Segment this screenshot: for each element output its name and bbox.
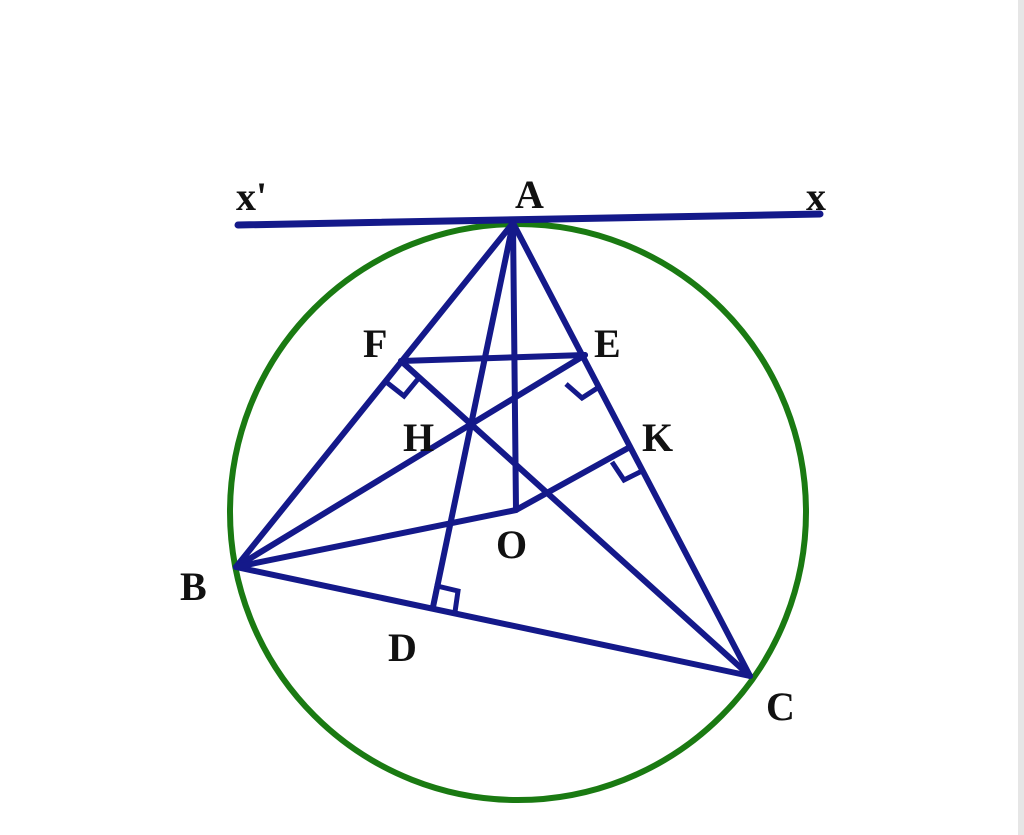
altitude-cf [398, 358, 753, 679]
circumcircle [227, 221, 809, 803]
page-edge [1018, 0, 1024, 835]
label-h: H [403, 415, 434, 460]
right-angle-mark-e [564, 382, 601, 402]
label-d: D [388, 625, 417, 670]
label-k: K [642, 415, 673, 460]
segment-bo [233, 507, 519, 570]
label-b: B [180, 564, 207, 609]
label-f: F [363, 321, 387, 366]
label-c: C [766, 684, 795, 729]
label-e: E [594, 321, 621, 366]
segment-ao [510, 220, 519, 513]
tangent-line-xx [234, 210, 824, 229]
segment-ef [398, 352, 588, 364]
right-angle-mark-f [383, 377, 420, 400]
altitude-ad [430, 220, 516, 610]
label-a: A [515, 172, 544, 217]
label-x: x [806, 174, 826, 219]
altitude-be [233, 352, 588, 570]
label-x-prime: x' [236, 174, 267, 219]
label-o: O [496, 522, 527, 567]
right-angle-mark-d [430, 582, 461, 613]
right-angle-mark-k [609, 460, 644, 484]
side-bc [233, 564, 753, 679]
side-ab [233, 220, 516, 570]
segment-ok [513, 444, 633, 513]
